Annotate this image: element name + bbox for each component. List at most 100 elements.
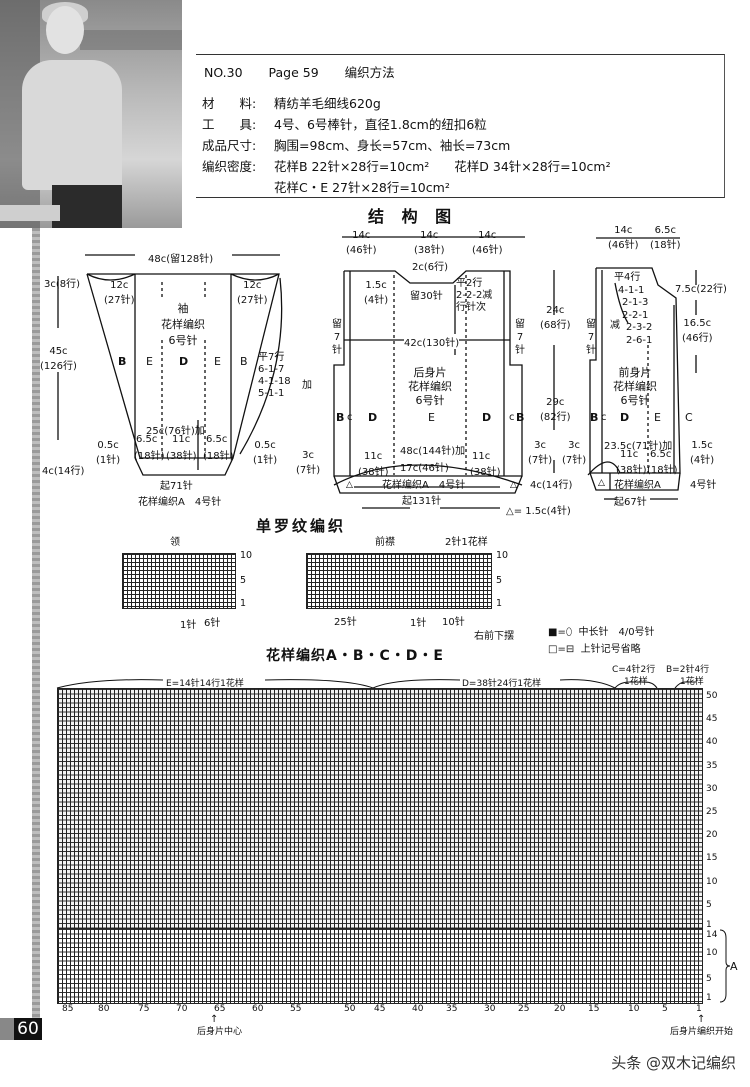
legend-item-2: □=⊟ 上针记号省略 bbox=[548, 644, 641, 655]
back-chest-width: 42c(130针) bbox=[404, 334, 460, 349]
chart-row-1-lower: 1 bbox=[706, 993, 712, 1003]
back-cast-on: 起131针 bbox=[402, 496, 442, 507]
ribbing-brace bbox=[719, 929, 731, 1003]
front-section-c: c bbox=[601, 412, 607, 423]
sleeve-cuff-pattern: 花样编织A 4号针 bbox=[138, 497, 222, 508]
back-hem-height: 4c(14行) bbox=[530, 480, 573, 491]
sleeve-cap-height: 3c(8行) bbox=[44, 279, 81, 290]
back-section-c1: c bbox=[347, 412, 353, 423]
back-section-d1: D bbox=[368, 411, 378, 424]
back-center-note: 后身片中心 bbox=[197, 1027, 243, 1037]
back-section-b2: B bbox=[516, 411, 525, 424]
sleeve-section-b2: B bbox=[240, 355, 248, 368]
spec-row-gauge-2: 花样C・E 27针×28行=10cm² bbox=[274, 180, 450, 195]
pattern-chart-main bbox=[57, 688, 703, 930]
sleeve-cuff-height: 4c(14行) bbox=[42, 466, 85, 477]
band-start: 右前下摆 bbox=[474, 631, 514, 642]
back-section-c2: c bbox=[509, 412, 515, 423]
back-section-b1: B bbox=[336, 411, 345, 424]
rib-title: 单罗纹编织 bbox=[256, 517, 347, 535]
back-top-part-3: 14c(46针) bbox=[472, 230, 503, 256]
pattern-chart-title: 花样编织A・B・C・D・E bbox=[266, 648, 444, 664]
sleeve-top-width: 48c(留128针) bbox=[148, 254, 214, 265]
front-neck-depth: 7.5c(22行) bbox=[675, 284, 727, 295]
back-neck-side: 1.5c(4针) bbox=[364, 280, 389, 306]
back-side-inc-left: 3c(7针) bbox=[296, 450, 321, 476]
front-section-d: D bbox=[620, 411, 630, 424]
back-hem-part-3: 11c bbox=[472, 451, 491, 462]
front-cast-on: 起67针 bbox=[614, 497, 647, 508]
front-needle-small: 4号针 bbox=[690, 480, 717, 491]
back-section-d2: D bbox=[482, 411, 492, 424]
front-hem-pattern: 花样编织A bbox=[614, 480, 661, 491]
repeat-d-label: D=38针24行1花样 bbox=[462, 679, 542, 689]
back-hem-sts-2: (38针) bbox=[470, 467, 501, 478]
sleeve-section-e2: E bbox=[214, 355, 221, 368]
front-hem-width: 23.5c(71针)加 bbox=[604, 441, 673, 452]
sleeve-top-right: 12c(27针) bbox=[237, 280, 268, 306]
front-top-part-1: 14c(46针) bbox=[608, 225, 639, 251]
back-hem-pattern: 花样编织A 4号针 bbox=[382, 480, 466, 491]
collar-row-10: 10 bbox=[240, 550, 253, 561]
front-hem-part-1: 11c bbox=[620, 449, 639, 460]
triangle-note: △= 1.5c(4针) bbox=[506, 506, 571, 517]
ribbing-label-a: A bbox=[730, 960, 738, 973]
front-band-width: 1.5c(4针) bbox=[690, 440, 715, 466]
back-section-e: E bbox=[428, 411, 435, 424]
back-hem-width: 48c(144针)加 bbox=[400, 446, 466, 457]
section-title: 编织方法 bbox=[344, 65, 395, 80]
sleeve-diagram bbox=[57, 254, 283, 476]
structure-title: 结 构 图 bbox=[368, 207, 458, 226]
collar-bottom-1: 1针 bbox=[180, 620, 197, 631]
page-edge-strip bbox=[32, 228, 40, 1028]
sleeve-bottom-sts-1: (18针) bbox=[134, 451, 165, 462]
page-ref: Page 59 bbox=[268, 65, 319, 80]
sleeve-top-left: 12c(27针) bbox=[104, 280, 135, 306]
front-hem-sts-1: (38针) bbox=[616, 465, 647, 476]
sleeve-section-d: D bbox=[179, 355, 189, 368]
spec-row-size: 成品尺寸:胸围=98cm、身长=57cm、袖长=73cm bbox=[202, 138, 511, 153]
back-top-part-1: 14c(46针) bbox=[346, 230, 377, 256]
start-arrow-icon: ↑ bbox=[697, 1014, 706, 1025]
collar-rib-chart bbox=[122, 553, 236, 609]
model-photo bbox=[0, 0, 182, 228]
collar-row-1: 1 bbox=[240, 598, 247, 609]
back-diagram: △△ bbox=[333, 236, 555, 509]
repeat-c-label: C=4针2行 bbox=[612, 665, 656, 675]
purl-symbol-icon: □=⊟ bbox=[548, 644, 575, 655]
repeat-e-label: E=14针14行1花样 bbox=[166, 679, 244, 689]
chart-row-10-lower: 10 bbox=[706, 948, 718, 958]
sleeve-bottom-part-3: 6.5c bbox=[206, 434, 228, 445]
sleeve-side-right: 0.5c(1针) bbox=[253, 440, 278, 466]
front-side-inc: 3c(7针) bbox=[562, 440, 587, 466]
sleeve-side-left: 0.5c(1针) bbox=[96, 440, 121, 466]
front-hem-part-2: 6.5c bbox=[650, 449, 672, 460]
front-band-rib-chart bbox=[306, 553, 492, 609]
sleeve-bottom-sts-3: (18针) bbox=[203, 451, 234, 462]
info-header: NO.30 Page 59 编织方法 bbox=[204, 62, 417, 81]
chart-row-5-lower: 5 bbox=[706, 974, 712, 984]
front-neck-decrease: 平4行 4-1-1 2-1-3 2-2-1 2-3-2 2-6-1 bbox=[614, 272, 653, 346]
back-armhole-height: 24c(68行) bbox=[540, 305, 571, 331]
sleeve-section-b1: B bbox=[118, 355, 127, 368]
collar-row-5: 5 bbox=[240, 575, 247, 586]
front-section-b: B bbox=[590, 411, 599, 424]
sleeve-bottom-part-1: 6.5c bbox=[136, 434, 158, 445]
back-neck-hold: 留30针 bbox=[410, 291, 443, 302]
chart-row-14: 14 bbox=[706, 930, 718, 940]
front-band-repeat: 2针1花样 bbox=[445, 537, 488, 548]
front-band-label: 前襟 bbox=[375, 537, 395, 548]
spec-row-gauge: 编织密度:花样B 22针×28行=10cm² 花样D 34针×28行=10cm² bbox=[202, 159, 611, 174]
band-bottom-25: 25针 bbox=[334, 617, 357, 628]
spec-row-material: 材 料:精纺羊毛细线620g bbox=[202, 96, 381, 111]
spec-row-tools: 工 具:4号、6号棒针，直径1.8cm的纽扣6粒 bbox=[202, 117, 487, 132]
band-bottom-1: 1针 bbox=[410, 618, 427, 629]
pattern-chart-ribbing bbox=[57, 928, 703, 1004]
front-armhole-height: 16.5c(46行) bbox=[682, 318, 713, 344]
back-side-height: 29c(82行) bbox=[540, 397, 571, 423]
